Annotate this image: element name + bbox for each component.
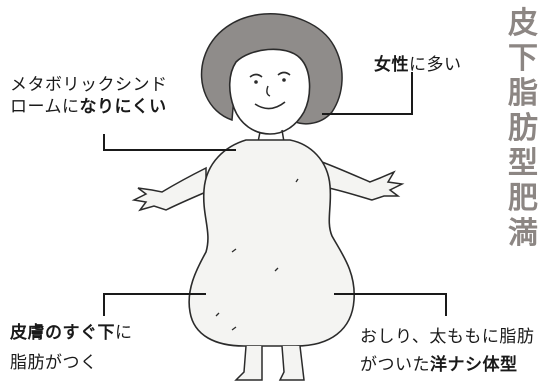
right-eye	[277, 71, 291, 76]
right-arm	[319, 160, 405, 201]
title-char: 満	[508, 216, 538, 251]
left-eye	[249, 73, 263, 78]
face	[228, 48, 311, 135]
leader-pear	[334, 293, 447, 316]
title-char: 肥	[508, 181, 538, 216]
title-char: 下	[508, 41, 538, 76]
left-arm	[131, 166, 207, 212]
left-leg	[234, 345, 263, 381]
leader-female	[322, 72, 413, 115]
title-char: 脂	[508, 76, 538, 111]
nose	[266, 85, 271, 97]
right-leg	[278, 345, 305, 381]
mouth	[254, 101, 286, 110]
page-title: 皮 下 脂 肪 型 肥 満	[506, 6, 540, 251]
leader-under-skin	[103, 293, 206, 316]
label-pear: おしり、太ももに脂肪 がついた洋ナシ体型	[360, 327, 535, 375]
label-under-skin: 皮膚のすぐ下に 脂肪がつく	[10, 323, 133, 373]
title-char: 肪	[508, 111, 538, 146]
title-char: 型	[508, 146, 538, 181]
leader-metabolic	[103, 134, 236, 151]
title-char: 皮	[508, 6, 538, 41]
label-female: 女性に多い	[374, 55, 462, 75]
label-metabolic: メタボリックシンド ロームになりにくい	[10, 75, 168, 117]
